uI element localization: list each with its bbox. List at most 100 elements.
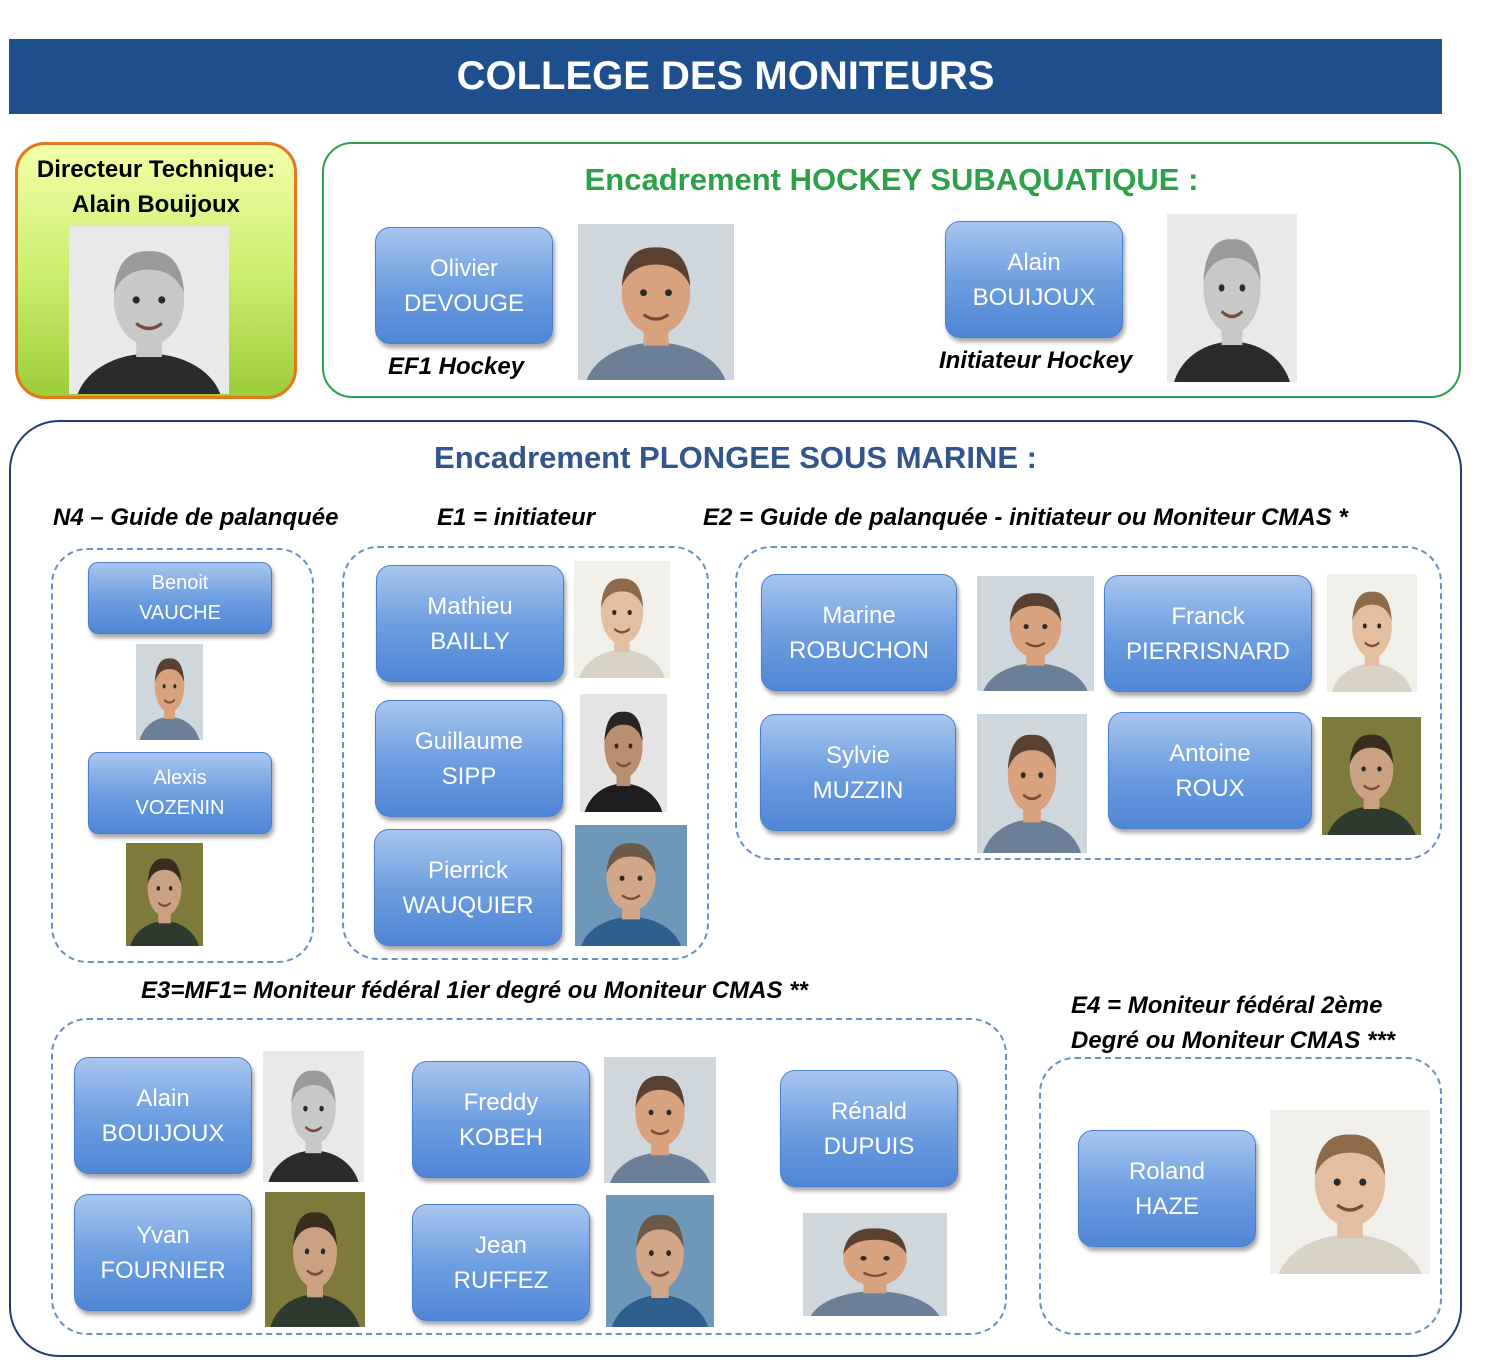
member-first-name: Sylvie <box>825 741 891 769</box>
n4-label: N4 – Guide de palanquée <box>53 504 339 531</box>
page-title: COLLEGE DES MONITEURS <box>456 54 995 98</box>
portrait-icon <box>575 825 687 946</box>
plongee-title: Encadrement PLONGEE SOUS MARINE : <box>434 440 1037 475</box>
member-last-name: DUPUIS <box>823 1132 915 1160</box>
member-last-name: HAZE <box>1134 1192 1199 1220</box>
role-label-initiateur-hockey: Initiateur Hockey <box>939 347 1133 374</box>
member-last-name: BAILLY <box>430 627 510 655</box>
role-label-ef1-hockey: EF1 Hockey <box>388 353 525 380</box>
member-last-name: BOUIJOUX <box>972 283 1096 311</box>
portrait-icon <box>126 843 203 946</box>
portrait-icon <box>977 714 1087 853</box>
member-jean-ruffez[interactable]: Jean RUFFEZ <box>412 1204 590 1321</box>
member-freddy-kobeh[interactable]: Freddy KOBEH <box>412 1061 590 1178</box>
portrait-icon <box>1322 717 1421 835</box>
portrait-icon <box>578 224 734 380</box>
member-franck-pierrisnard[interactable]: Franck PIERRISNARD <box>1104 575 1312 692</box>
member-last-name: SIPP <box>441 762 497 790</box>
member-sylvie-muzzin[interactable]: Sylvie MUZZIN <box>760 714 956 831</box>
photo-renald-dupuis <box>803 1213 947 1316</box>
portrait-icon <box>604 1057 716 1183</box>
photo-benoit-vauche <box>136 644 203 740</box>
photo-sylvie-muzzin <box>977 714 1087 853</box>
member-last-name: ROUX <box>1175 774 1245 802</box>
member-benoit-vauche[interactable]: Benoit VAUCHE <box>88 562 272 634</box>
member-first-name: Alain <box>136 1084 190 1112</box>
member-yvan-fournier[interactable]: Yvan FOURNIER <box>74 1194 252 1311</box>
member-guillaume-sipp[interactable]: Guillaume SIPP <box>375 700 563 817</box>
member-last-name: VAUCHE <box>139 602 221 624</box>
portrait-icon <box>136 644 203 740</box>
e4-label-line2: Degré ou Moniteur CMAS *** <box>1071 1027 1396 1054</box>
member-alain-bouijoux-e3[interactable]: Alain BOUIJOUX <box>74 1057 252 1174</box>
e4-group <box>1039 1057 1442 1335</box>
photo-roland-haze <box>1270 1110 1430 1274</box>
e4-label-line1: E4 = Moniteur fédéral 2ème <box>1071 992 1383 1019</box>
member-last-name: BOUIJOUX <box>101 1119 225 1147</box>
photo-alain-bouijoux-hockey <box>1167 214 1297 382</box>
member-last-name: RUFFEZ <box>453 1266 549 1294</box>
member-first-name: Antoine <box>1169 739 1251 767</box>
photo-jean-ruffez <box>606 1195 714 1327</box>
member-last-name: VOZENIN <box>135 797 225 819</box>
photo-guillaume-sipp <box>580 694 667 812</box>
hockey-title: Encadrement HOCKEY SUBAQUATIQUE : <box>584 162 1199 197</box>
photo-franck-pierrisnard <box>1327 574 1417 692</box>
director-role: Directeur Technique: <box>36 156 276 183</box>
member-last-name: KOBEH <box>458 1123 544 1151</box>
photo-alexis-vozenin <box>126 843 203 946</box>
member-first-name: Roland <box>1128 1157 1206 1185</box>
member-last-name: ROBUCHON <box>788 636 929 664</box>
member-first-name: Mathieu <box>427 592 513 620</box>
portrait-icon <box>574 561 670 678</box>
member-roland-haze[interactable]: Roland HAZE <box>1078 1130 1256 1247</box>
member-alain-bouijoux-hockey[interactable]: Alain BOUIJOUX <box>945 221 1123 338</box>
member-pierrick-wauquier[interactable]: Pierrick WAUQUIER <box>374 829 562 946</box>
e4-label: E4 = Moniteur fédéral 2ème Degré ou Moni… <box>1071 988 1395 1058</box>
portrait-icon <box>977 576 1094 691</box>
member-alexis-vozenin[interactable]: Alexis VOZENIN <box>88 752 272 834</box>
photo-freddy-kobeh <box>604 1057 716 1183</box>
portrait-icon <box>1270 1110 1430 1274</box>
member-last-name: MUZZIN <box>812 776 904 804</box>
portrait-icon <box>1167 214 1297 382</box>
member-first-name: Benoit <box>151 572 209 594</box>
member-marine-robuchon[interactable]: Marine ROBUCHON <box>761 574 957 691</box>
member-antoine-roux[interactable]: Antoine ROUX <box>1108 712 1312 829</box>
page-title-banner: COLLEGE DES MONITEURS <box>9 39 1442 114</box>
member-last-name: WAUQUIER <box>402 891 534 919</box>
photo-olivier-devouge <box>578 224 734 380</box>
member-last-name: PIERRISNARD <box>1125 637 1291 665</box>
director-name: Alain Bouijoux <box>72 191 240 218</box>
member-renald-dupuis[interactable]: Rénald DUPUIS <box>780 1070 958 1187</box>
portrait-icon <box>606 1195 714 1327</box>
member-first-name: Yvan <box>136 1221 190 1249</box>
member-first-name: Freddy <box>463 1088 539 1116</box>
n4-group <box>51 548 314 963</box>
member-first-name: Alain <box>1007 248 1061 276</box>
photo-mathieu-bailly <box>574 561 670 678</box>
photo-antoine-roux <box>1322 717 1421 835</box>
member-first-name: Pierrick <box>427 856 508 884</box>
e3-group <box>51 1018 1007 1335</box>
portrait-icon <box>580 694 667 812</box>
member-last-name: DEVOUGE <box>403 289 525 317</box>
e2-group <box>735 546 1442 860</box>
member-first-name: Olivier <box>429 254 498 282</box>
member-olivier-devouge[interactable]: Olivier DEVOUGE <box>375 227 553 344</box>
member-first-name: Jean <box>474 1231 528 1259</box>
photo-pierrick-wauquier <box>575 825 687 946</box>
photo-yvan-fournier <box>265 1192 365 1327</box>
member-mathieu-bailly[interactable]: Mathieu BAILLY <box>376 565 564 682</box>
member-first-name: Franck <box>1171 602 1245 630</box>
director-photo <box>69 226 229 394</box>
portrait-icon <box>263 1051 364 1182</box>
photo-marine-robuchon <box>977 576 1094 691</box>
member-last-name: FOURNIER <box>100 1256 226 1284</box>
e2-label: E2 = Guide de palanquée - initiateur ou … <box>703 504 1348 531</box>
portrait-icon <box>265 1192 365 1327</box>
member-first-name: Guillaume <box>414 727 524 755</box>
portrait-icon <box>69 226 229 394</box>
director-title: Directeur Technique: Alain Bouijoux <box>15 152 297 222</box>
photo-alain-bouijoux-e3 <box>263 1051 364 1182</box>
